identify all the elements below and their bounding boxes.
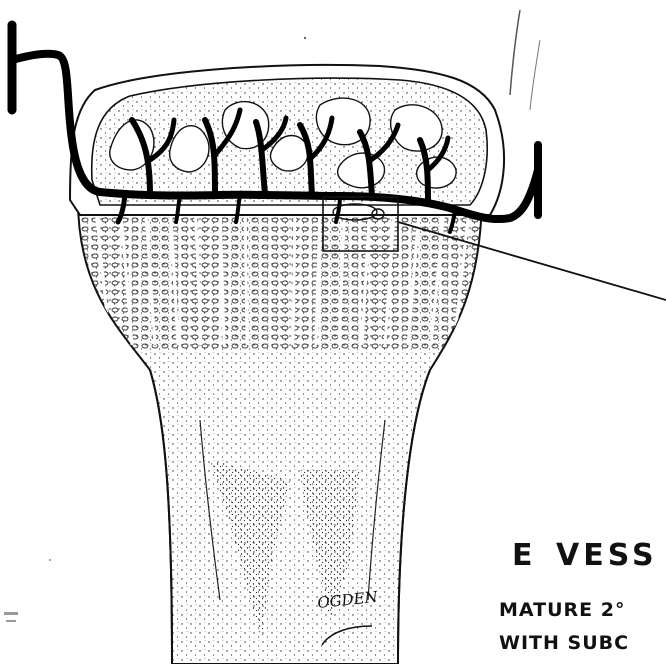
caption-line-1: MATURE 2° — [499, 599, 625, 621]
caption-title: VESS — [556, 538, 658, 573]
caption-line-2: WITH SUBC — [499, 632, 629, 654]
growth-plate-columns — [80, 200, 480, 350]
periosteum-outline-right — [510, 10, 540, 110]
panel-label: E — [512, 538, 533, 573]
